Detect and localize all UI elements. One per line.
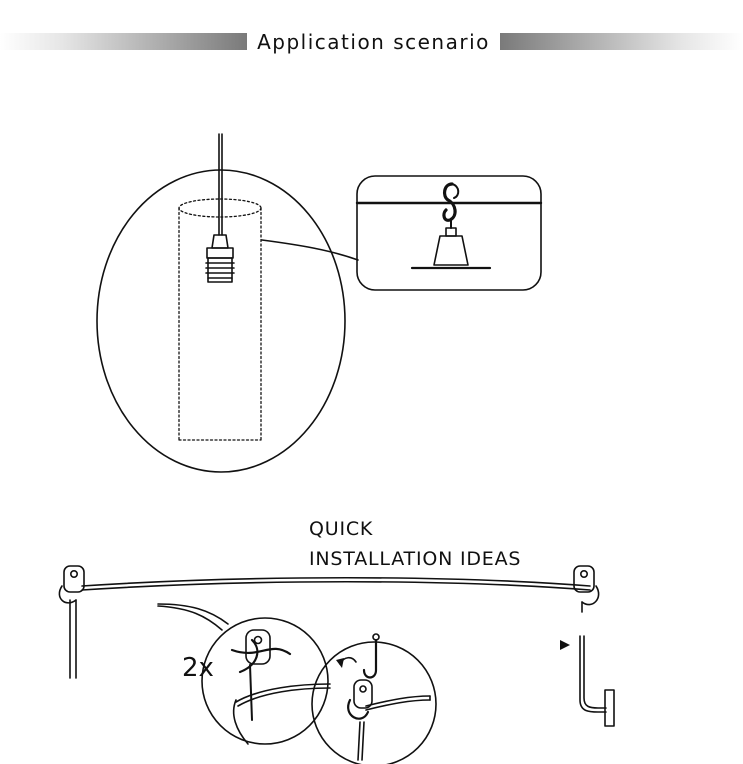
section-title: Application scenario — [257, 30, 490, 54]
detail-circle-hook — [311, 633, 437, 764]
section-banner: Application scenario — [0, 28, 743, 56]
heading-line-2: INSTALLATION IDEAS — [309, 548, 521, 570]
lamp-oval-frame — [96, 169, 346, 473]
horizontal-wire — [81, 576, 591, 587]
banner-left-gradient — [0, 33, 247, 50]
dotted-cylinder-shade — [178, 198, 262, 441]
bulb-socket-icon — [205, 234, 235, 283]
installation-illustration — [58, 565, 615, 764]
callout-line — [261, 239, 359, 261]
pointer-line — [157, 603, 229, 625]
hook-icon — [362, 638, 378, 679]
detail-frame — [356, 175, 542, 291]
detail-box-hook — [355, 175, 543, 291]
mini-lamp-icon — [445, 227, 457, 237]
pendant-lamp-illustration — [96, 133, 359, 473]
heading-line-1: QUICK — [309, 518, 373, 540]
right-eyelet-icon — [573, 565, 600, 613]
wall-hook-icon — [579, 635, 615, 727]
banner-right-gradient — [500, 33, 743, 50]
arrow-marker-icon — [560, 640, 570, 650]
detail-circle-knot — [201, 617, 331, 745]
s-hook-icon — [442, 182, 457, 222]
multiplier-label: 2x — [182, 653, 214, 683]
left-eyelet-icon — [58, 565, 85, 679]
